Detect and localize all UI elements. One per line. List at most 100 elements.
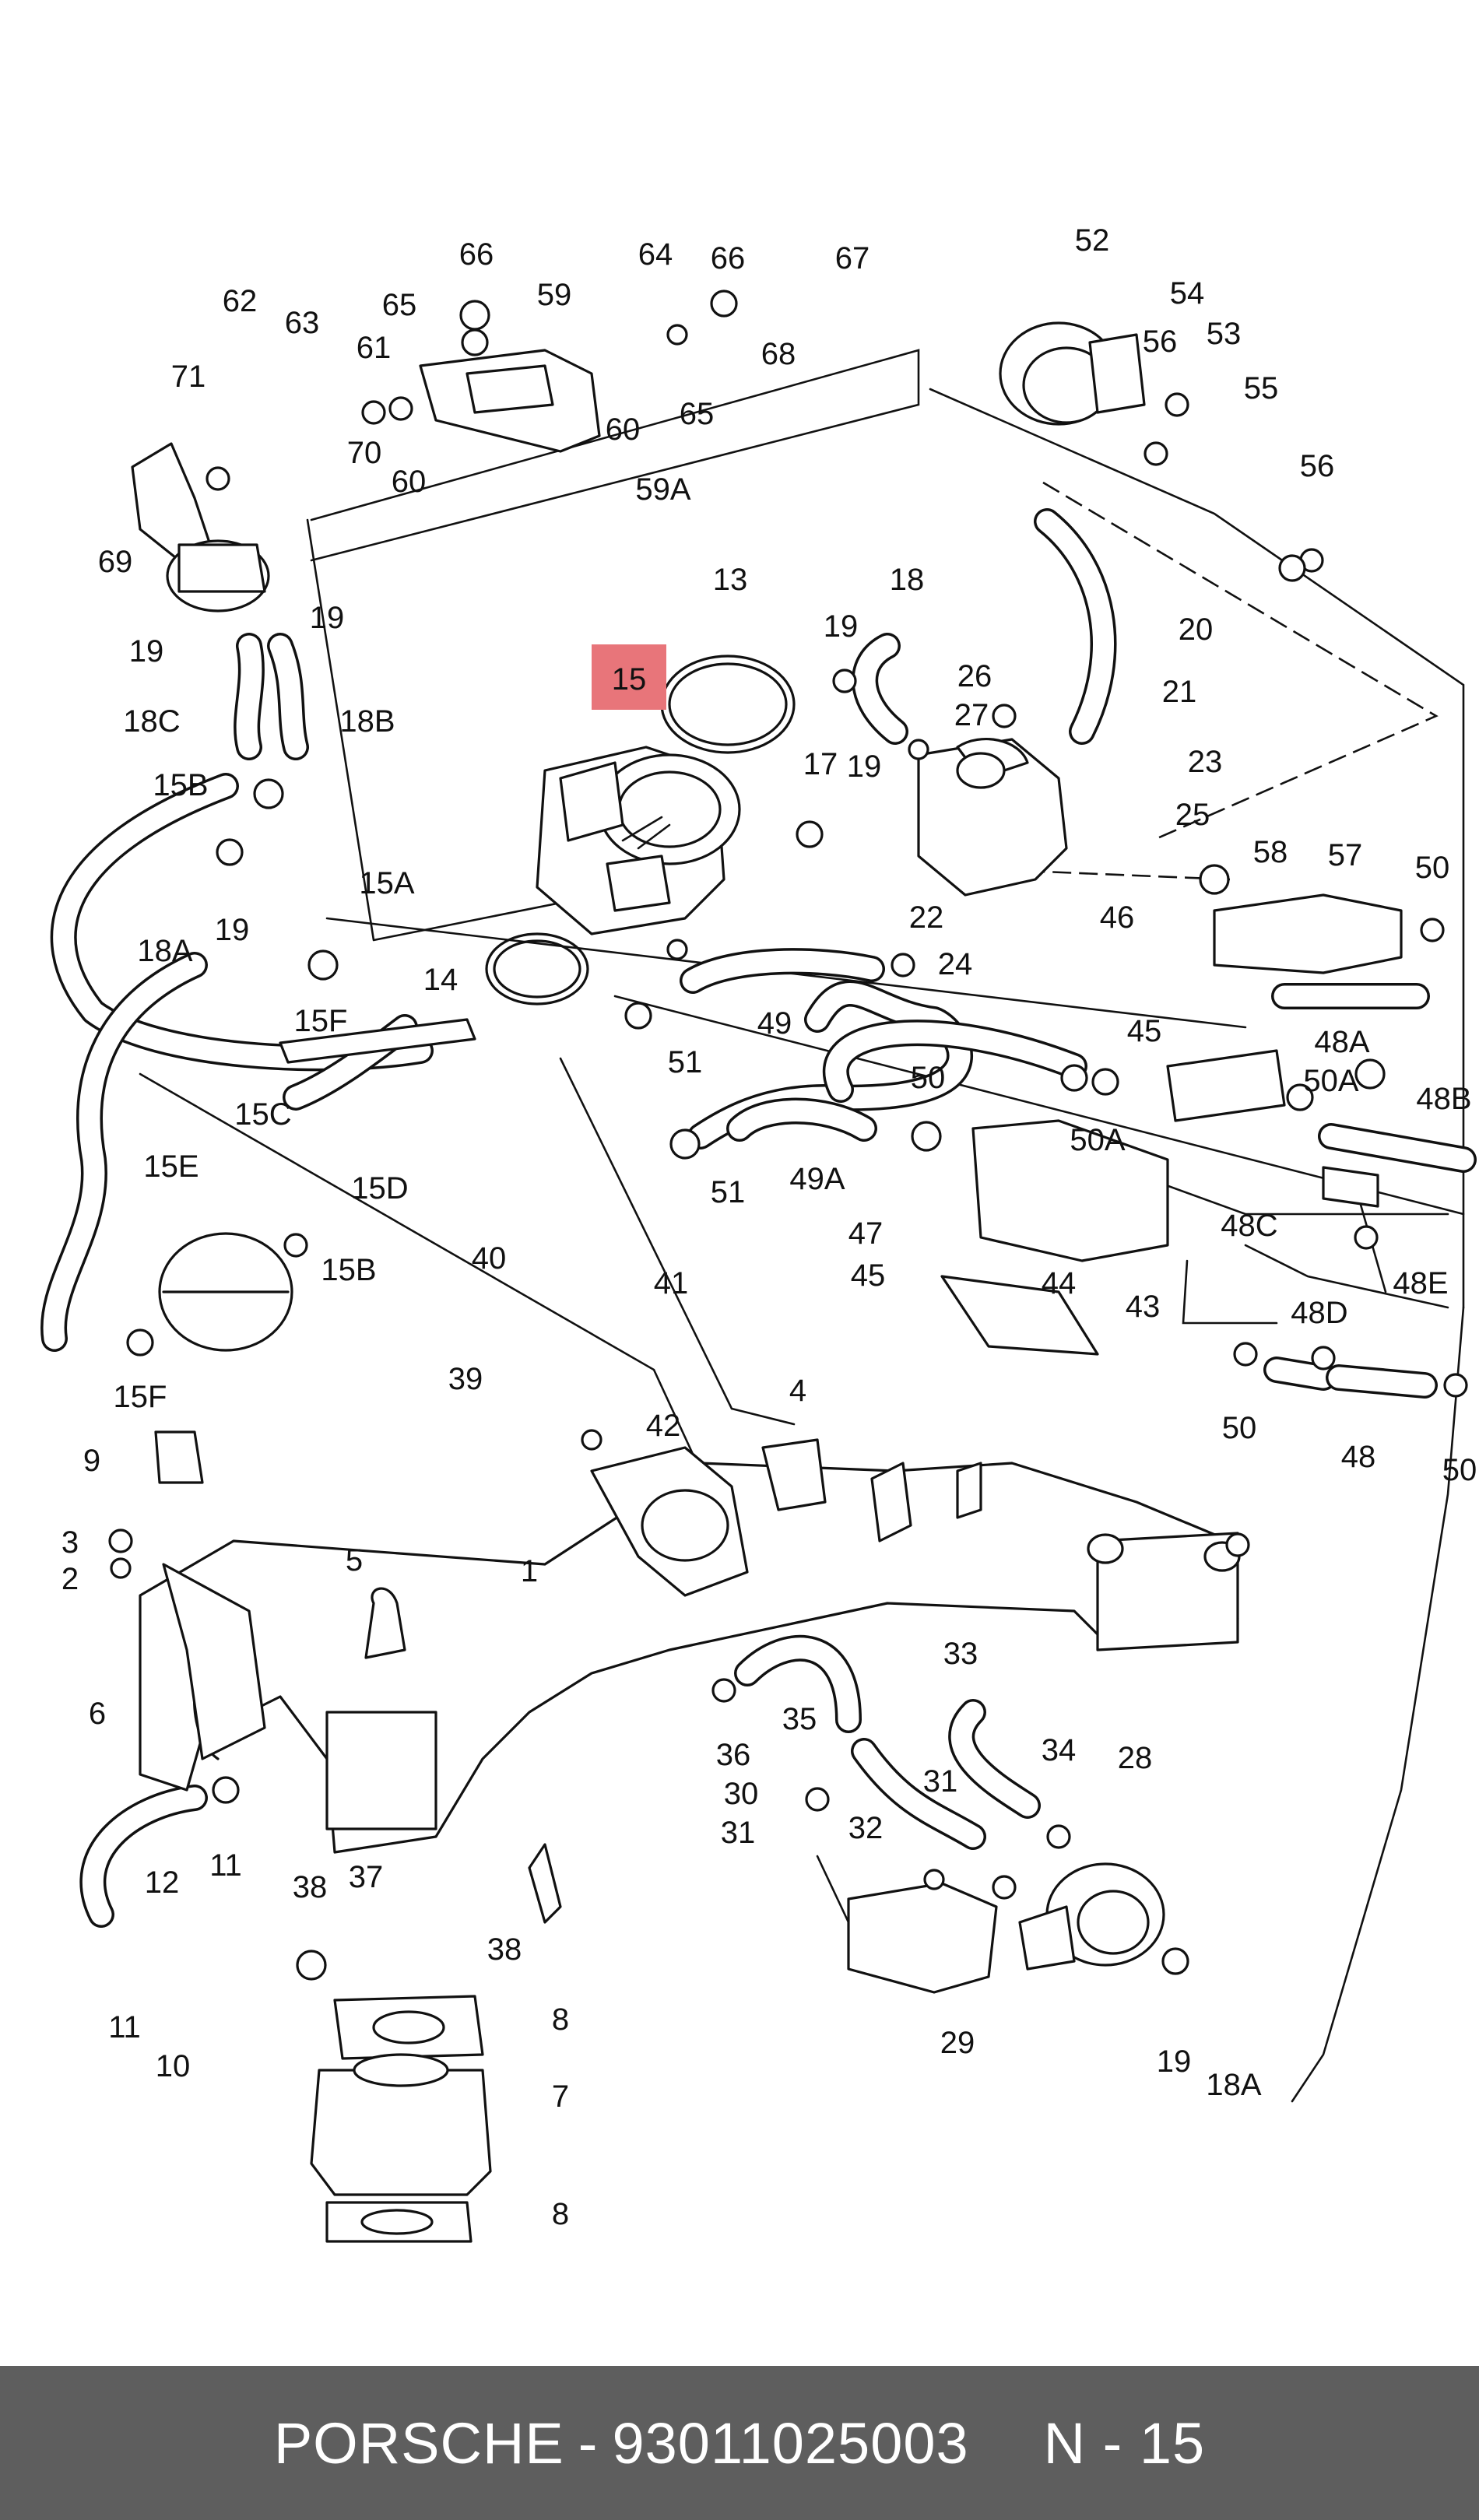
brand-name: PORSCHE	[273, 2410, 564, 2476]
label: 18A	[137, 934, 192, 968]
label: 50	[1415, 851, 1450, 885]
fitting-57	[1213, 893, 1403, 974]
label: 52	[1075, 223, 1110, 258]
small-parts	[108, 290, 1468, 1981]
label: 50	[911, 1061, 946, 1095]
highlight-box	[592, 644, 666, 710]
label: 4	[789, 1374, 806, 1408]
label: 57	[1328, 838, 1363, 872]
housing-43	[940, 1119, 1169, 1356]
label: 60	[392, 465, 427, 499]
gaskets	[325, 655, 796, 2243]
label: 14	[423, 963, 458, 997]
hoses	[40, 508, 1477, 1928]
label: 19	[310, 601, 345, 635]
intake-manifold	[139, 1438, 1241, 1854]
label: 8	[552, 2197, 569, 2231]
label: 48D	[1291, 1296, 1347, 1330]
label: 45	[851, 1258, 886, 1293]
label: 15E	[143, 1149, 198, 1184]
label: 18A	[1206, 2068, 1261, 2102]
label: 12	[145, 1865, 180, 1900]
label: 39	[448, 1362, 483, 1396]
label: 15A	[359, 866, 414, 900]
footer-bar: PORSCHE - 93011025003 N - 15	[0, 2366, 1479, 2520]
regulator-28	[1018, 1862, 1165, 1971]
label: 11	[209, 1848, 242, 1883]
label: 37	[349, 1860, 384, 1894]
label: 64	[638, 237, 673, 272]
label-highlighted: 15	[612, 662, 647, 697]
auxiliary-air-valve	[917, 738, 1068, 897]
label: 65	[680, 397, 715, 431]
label: 48E	[1393, 1266, 1448, 1300]
label: 56	[1300, 449, 1335, 483]
label: 66	[711, 241, 746, 276]
valve-69	[131, 442, 270, 612]
label: 41	[654, 1266, 689, 1300]
bracket-59	[419, 349, 601, 453]
label: 23	[1188, 745, 1223, 779]
spacer-block	[310, 2053, 492, 2196]
label: 68	[761, 337, 796, 371]
label: 63	[285, 306, 320, 340]
label: 48B	[1416, 1082, 1471, 1116]
label: 60	[606, 412, 641, 447]
label: 18	[890, 563, 925, 597]
label: 48C	[1221, 1209, 1277, 1243]
label: 22	[909, 900, 944, 935]
label: 51	[668, 1045, 703, 1079]
label: 42	[646, 1409, 681, 1443]
label: 48	[1341, 1440, 1376, 1474]
label: 19	[824, 609, 859, 644]
label: 18C	[123, 704, 180, 739]
label: 49	[757, 1006, 792, 1041]
label: 38	[293, 1870, 328, 1904]
label: 19	[847, 749, 882, 784]
label: 15F	[294, 1004, 348, 1038]
label: 51	[711, 1175, 746, 1209]
label: 45	[1127, 1014, 1162, 1048]
label: 50A	[1070, 1123, 1125, 1157]
label: 8	[552, 2002, 569, 2037]
label: 56	[1143, 325, 1178, 359]
label: 70	[347, 436, 382, 470]
label: 54	[1170, 276, 1205, 311]
label: 47	[848, 1216, 884, 1251]
label: 15D	[351, 1171, 408, 1206]
label: 15B	[153, 768, 208, 802]
label: 65	[382, 288, 417, 322]
label: 19	[1157, 2044, 1192, 2079]
label: 19	[129, 634, 164, 669]
label: 25	[1175, 798, 1210, 832]
label: 50	[1222, 1411, 1257, 1445]
label: 44	[1042, 1266, 1077, 1300]
label: 36	[716, 1738, 751, 1772]
label: 59	[537, 278, 572, 312]
label: 69	[98, 545, 133, 579]
label: 26	[957, 659, 992, 693]
vacuum-unit	[999, 321, 1146, 426]
label: 71	[171, 360, 206, 394]
label: 9	[83, 1444, 100, 1478]
label: 35	[782, 1702, 817, 1736]
label: 21	[1162, 675, 1197, 709]
label: 29	[940, 2026, 975, 2060]
page-reference: N - 15	[1043, 2410, 1206, 2476]
label: 49A	[789, 1162, 845, 1196]
label: 19	[215, 913, 250, 947]
label: 59A	[635, 472, 690, 507]
part-labels: 15 1 2 3 4 5 6 7 8 8 9 10 11 11 12 13 14…	[61, 223, 1477, 2231]
label: 15F	[114, 1380, 167, 1414]
label: 28	[1118, 1741, 1153, 1775]
label: 31	[721, 1816, 756, 1850]
label: 30	[724, 1777, 759, 1811]
separator: -	[578, 2410, 599, 2476]
part-number: 93011025003	[612, 2410, 969, 2476]
label: 53	[1207, 317, 1242, 351]
label: 15C	[234, 1097, 291, 1132]
label: 27	[954, 698, 989, 732]
label: 10	[156, 2049, 191, 2083]
label: 6	[89, 1697, 106, 1731]
throttle-body	[536, 746, 741, 935]
